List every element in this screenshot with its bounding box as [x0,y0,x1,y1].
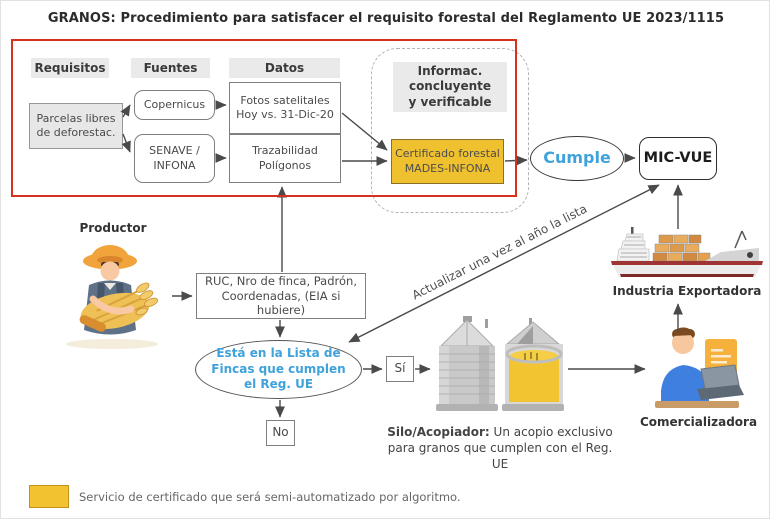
silo-caption: Silo/Acopiador: Un acopio exclusivo para… [379,424,621,473]
node-fotos-satelitales: Fotos satelitales Hoy vs. 31-Dic-20 [229,82,341,134]
lista-fincas-label: Está en la Lista de Fincas que cumplen e… [211,346,346,392]
legend-text: Servicio de certificado que será semi-au… [79,490,461,504]
node-no: No [266,420,295,446]
silo-caption-bold: Silo/Acopiador: [387,425,490,439]
node-certificado-forestal: Certificado forestal MADES-INFONA [391,139,504,184]
cargo-ship-icon [611,227,763,277]
farmer-icon [66,245,159,349]
node-parcelas-libres: Parcelas libres de deforestac. [29,103,123,149]
node-trazabilidad: Trazabilidad Polígonos [229,134,341,183]
node-ruc-datos: RUC, Nro de finca, Padrón, Coordenadas, … [196,273,366,319]
silo-caption-rest: Un acopio exclusivo para granos que cump… [387,425,613,472]
header-requisitos: Requisitos [31,58,109,78]
page-title: GRANOS: Procedimiento para satisfacer el… [47,11,725,26]
header-datos: Datos [229,58,340,78]
grain-silos-icon [436,316,564,411]
productor-label: Productor [79,221,147,235]
cumple-label: Cumple [543,148,611,168]
trader-laptop-icon [655,327,744,408]
node-senave-infona: SENAVE / INFONA [134,134,215,183]
node-copernicus: Copernicus [134,90,215,120]
legend-yellow-swatch [29,485,69,508]
node-cumple: Cumple [530,136,624,181]
industria-exportadora-label: Industria Exportadora [612,284,762,298]
node-informacion-concluyente: Informac. concluyente y verificable [393,62,507,112]
node-si: Sí [386,356,414,382]
comercializadora-label: Comercializadora [639,415,758,429]
node-mic-vue: MIC-VUE [639,137,717,180]
node-lista-fincas: Está en la Lista de Fincas que cumplen e… [195,340,362,399]
header-fuentes: Fuentes [131,58,210,78]
